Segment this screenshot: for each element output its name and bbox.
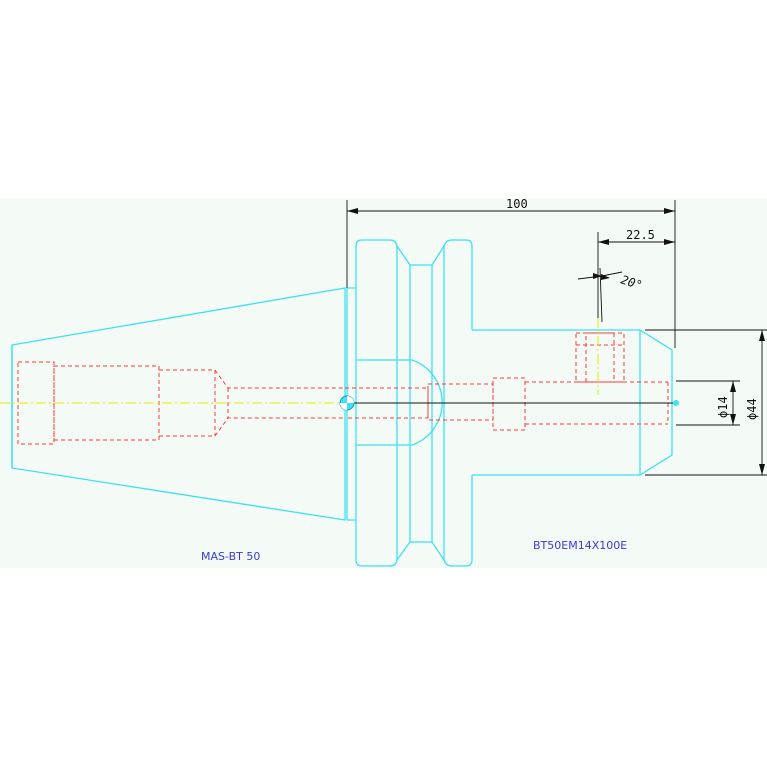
dimension-outer-diameter: ϕ44 <box>645 329 767 476</box>
shank-label: MAS-BT 50 <box>201 550 260 563</box>
dimension-bore-diameter: ϕ14 <box>676 380 740 426</box>
drawing-panel <box>0 198 767 568</box>
outer-diameter-text: ϕ44 <box>745 398 759 420</box>
dimension-angle: 20° <box>577 267 644 323</box>
center-lines <box>0 318 599 404</box>
holder-label: BT50EM14X100E <box>533 539 627 552</box>
dimension-overall-length: 100 <box>346 197 676 348</box>
angle-text: 20° <box>619 273 644 293</box>
bore-diameter-text: ϕ14 <box>716 396 730 418</box>
nose-length-text: 22.5 <box>626 228 655 242</box>
taper-shank <box>11 287 346 521</box>
origin-marker <box>339 395 355 411</box>
overall-length-text: 100 <box>506 197 528 211</box>
holder-body <box>472 329 673 476</box>
end-marker <box>673 400 679 406</box>
